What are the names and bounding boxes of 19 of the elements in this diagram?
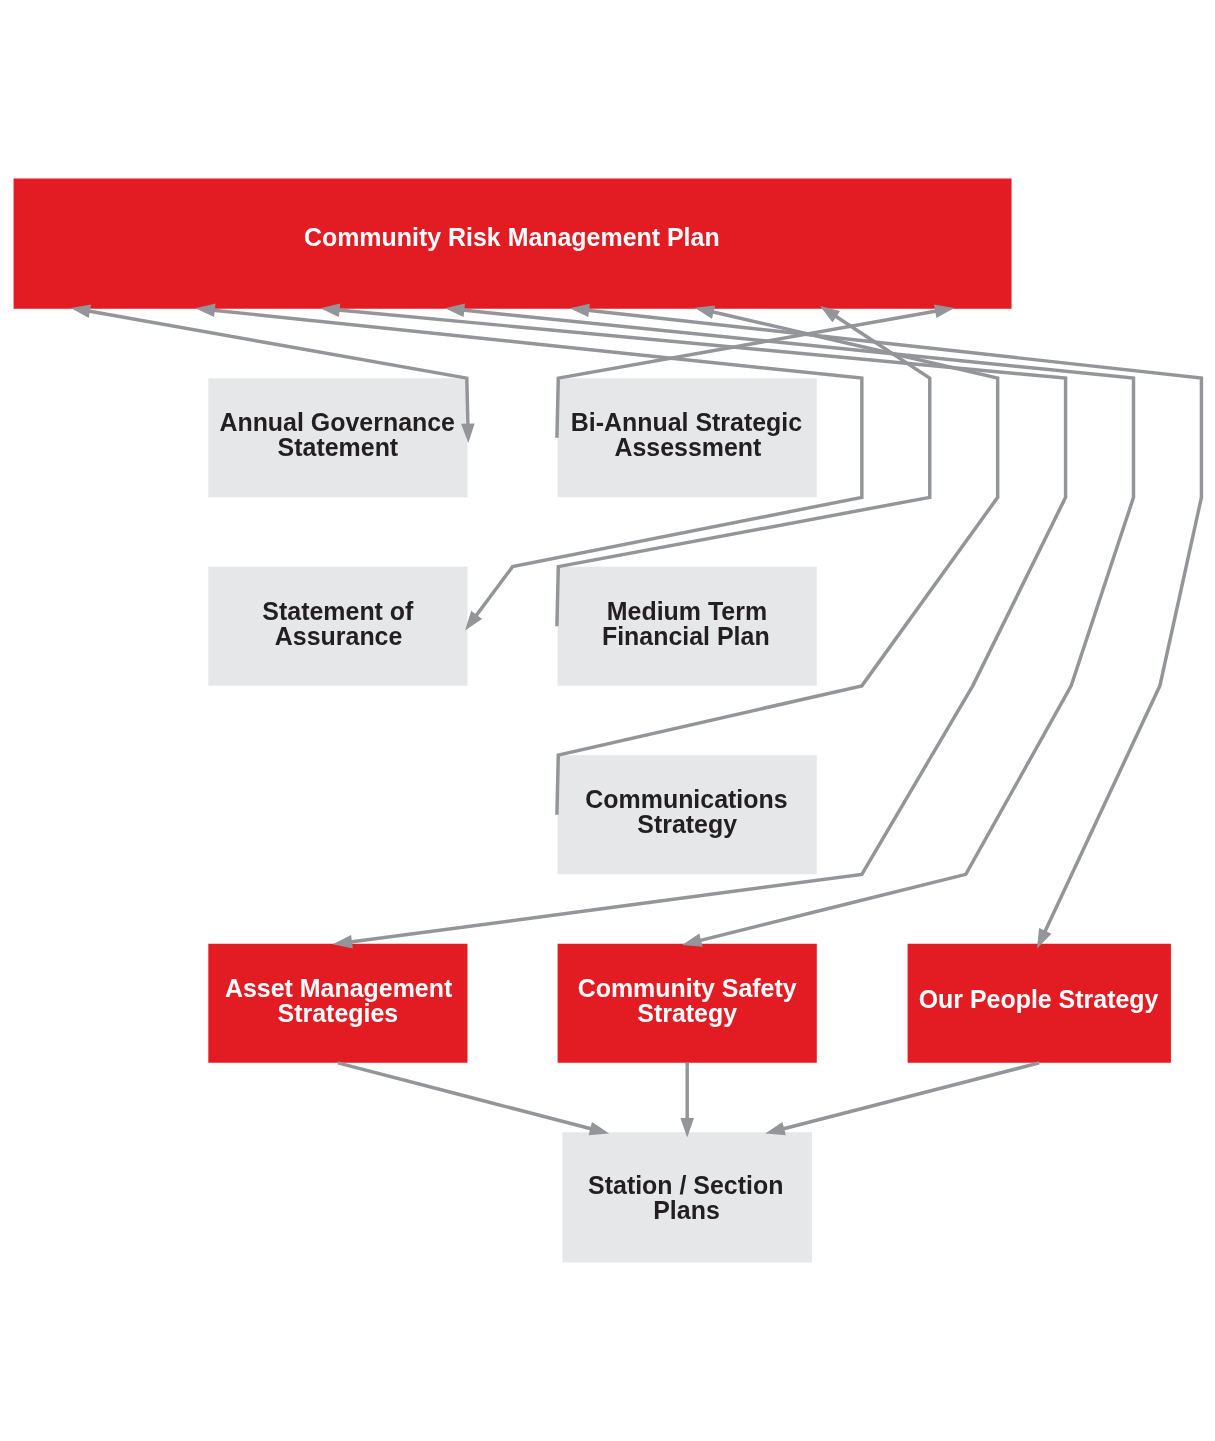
node-box: Communications Strategy xyxy=(557,755,817,875)
arrow xyxy=(195,303,864,631)
node-box: Statement of Assurance xyxy=(208,566,468,686)
arrow xyxy=(70,304,475,443)
arrow xyxy=(569,303,1204,949)
node-box: Community Safety Strategy xyxy=(557,943,817,1063)
arrow xyxy=(555,304,955,438)
arrow xyxy=(337,1061,610,1136)
node-box: Asset Management Strategies xyxy=(208,943,468,1063)
node-box: Our People Strategy xyxy=(907,943,1171,1063)
node-box: Medium Term Financial Plan xyxy=(557,566,817,686)
arrow xyxy=(765,1061,1040,1136)
node-box: Annual Governance Statement xyxy=(208,378,468,498)
node-box: Bi-Annual Strategic Assessment xyxy=(557,378,817,498)
node-box: Community Risk Management Plan xyxy=(13,178,1012,309)
arrow xyxy=(444,303,1136,947)
arrow xyxy=(680,1062,694,1138)
arrow xyxy=(320,303,1068,949)
node-box: Station / Section Plans xyxy=(562,1132,812,1263)
